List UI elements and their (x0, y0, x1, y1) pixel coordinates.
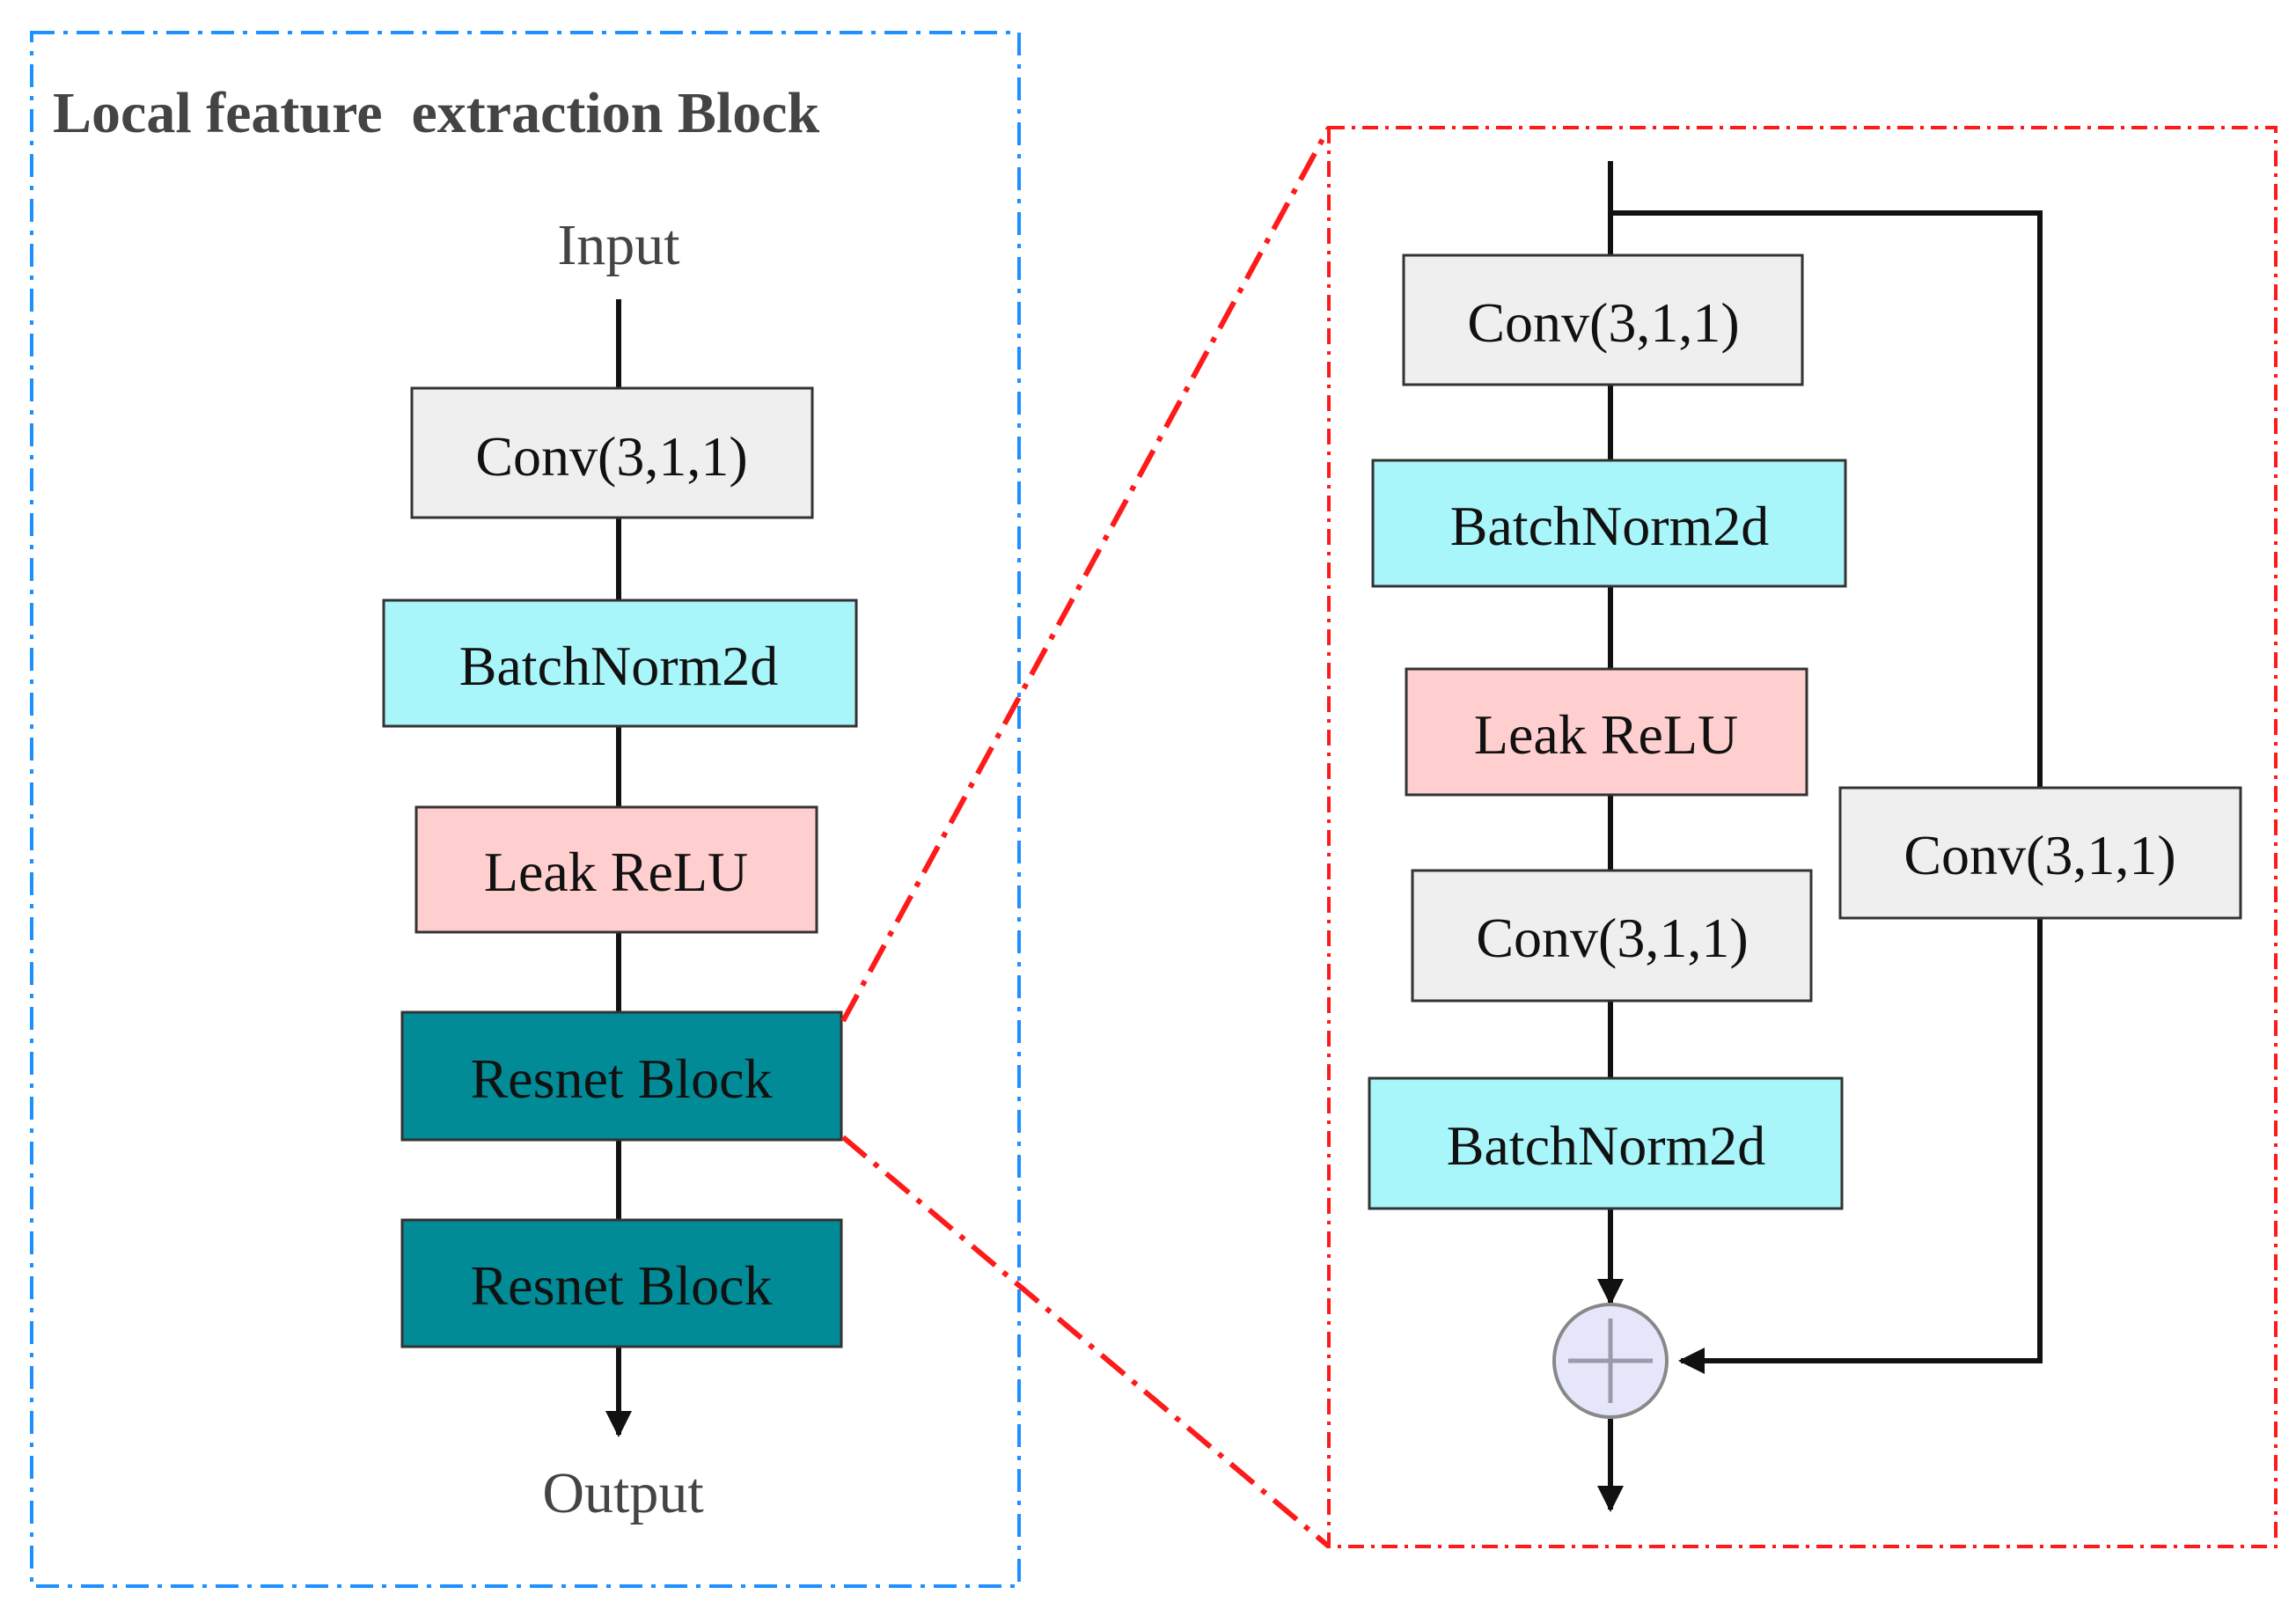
right-block-conv-1-label: Conv(3,1,1) (1467, 291, 1739, 354)
output-label: Output (542, 1461, 703, 1525)
left-block-relu-box (414, 805, 818, 934)
left-block-relu: Leak ReLU (414, 805, 818, 934)
add-node (1552, 1303, 1669, 1419)
right-panel: Conv(3,1,1) BatchNorm2d Leak ReLU Conv(3… (1327, 126, 2278, 1548)
left-block-resnet-2-box (400, 1218, 843, 1348)
right-block-skip-conv: Conv(3,1,1) (1838, 786, 2242, 920)
right-block-batchnorm-1-box (1371, 459, 1847, 588)
right-block-batchnorm-1-label: BatchNorm2d (1450, 495, 1770, 557)
right-block-conv-1-box (1402, 253, 1804, 386)
left-block-conv-label: Conv(3,1,1) (475, 425, 747, 488)
right-block-conv-2-label: Conv(3,1,1) (1476, 907, 1748, 969)
left-block-batchnorm-box (382, 599, 858, 728)
left-panel: Local feature extraction Block Input Con… (30, 31, 1021, 1588)
right-block-skip-conv-box (1838, 786, 2242, 920)
left-block-resnet-1: Resnet Block (400, 1010, 843, 1142)
zoom-line-top (840, 126, 1331, 1023)
left-block-relu-label: Leak ReLU (484, 841, 748, 903)
zoom-line-bottom (841, 1135, 1331, 1549)
right-block-skip-conv-label: Conv(3,1,1) (1904, 824, 2175, 886)
input-label: Input (557, 213, 679, 277)
left-block-conv: Conv(3,1,1) (410, 386, 814, 519)
right-block-conv-1: Conv(3,1,1) (1402, 253, 1804, 386)
plus-icon (1568, 1319, 1653, 1403)
left-block-resnet-2: Resnet Block (400, 1218, 843, 1348)
skip-connection-top (1610, 210, 2043, 788)
left-panel-frame (30, 31, 1021, 1588)
left-panel-title: Local feature extraction Block (53, 81, 820, 145)
right-block-batchnorm-1: BatchNorm2d (1371, 459, 1847, 588)
right-block-batchnorm-2: BatchNorm2d (1368, 1076, 1844, 1210)
left-block-resnet-1-label: Resnet Block (470, 1047, 772, 1110)
right-block-relu-box (1405, 667, 1808, 797)
right-block-conv-2-box (1411, 869, 1813, 1003)
left-block-resnet-1-box (400, 1010, 843, 1142)
right-block-batchnorm-2-label: BatchNorm2d (1447, 1114, 1766, 1177)
left-block-batchnorm: BatchNorm2d (382, 599, 858, 728)
right-block-relu: Leak ReLU (1405, 667, 1808, 797)
skip-connection-bottom (1678, 918, 2043, 1374)
right-block-batchnorm-2-box (1368, 1076, 1844, 1210)
zoom-lines (840, 126, 1331, 1549)
right-panel-frame (1327, 126, 2278, 1548)
right-block-conv-2: Conv(3,1,1) (1411, 869, 1813, 1003)
right-block-relu-label: Leak ReLU (1474, 703, 1738, 766)
left-block-batchnorm-label: BatchNorm2d (459, 635, 779, 697)
left-block-conv-box (410, 386, 814, 519)
left-block-resnet-2-label: Resnet Block (470, 1254, 772, 1317)
